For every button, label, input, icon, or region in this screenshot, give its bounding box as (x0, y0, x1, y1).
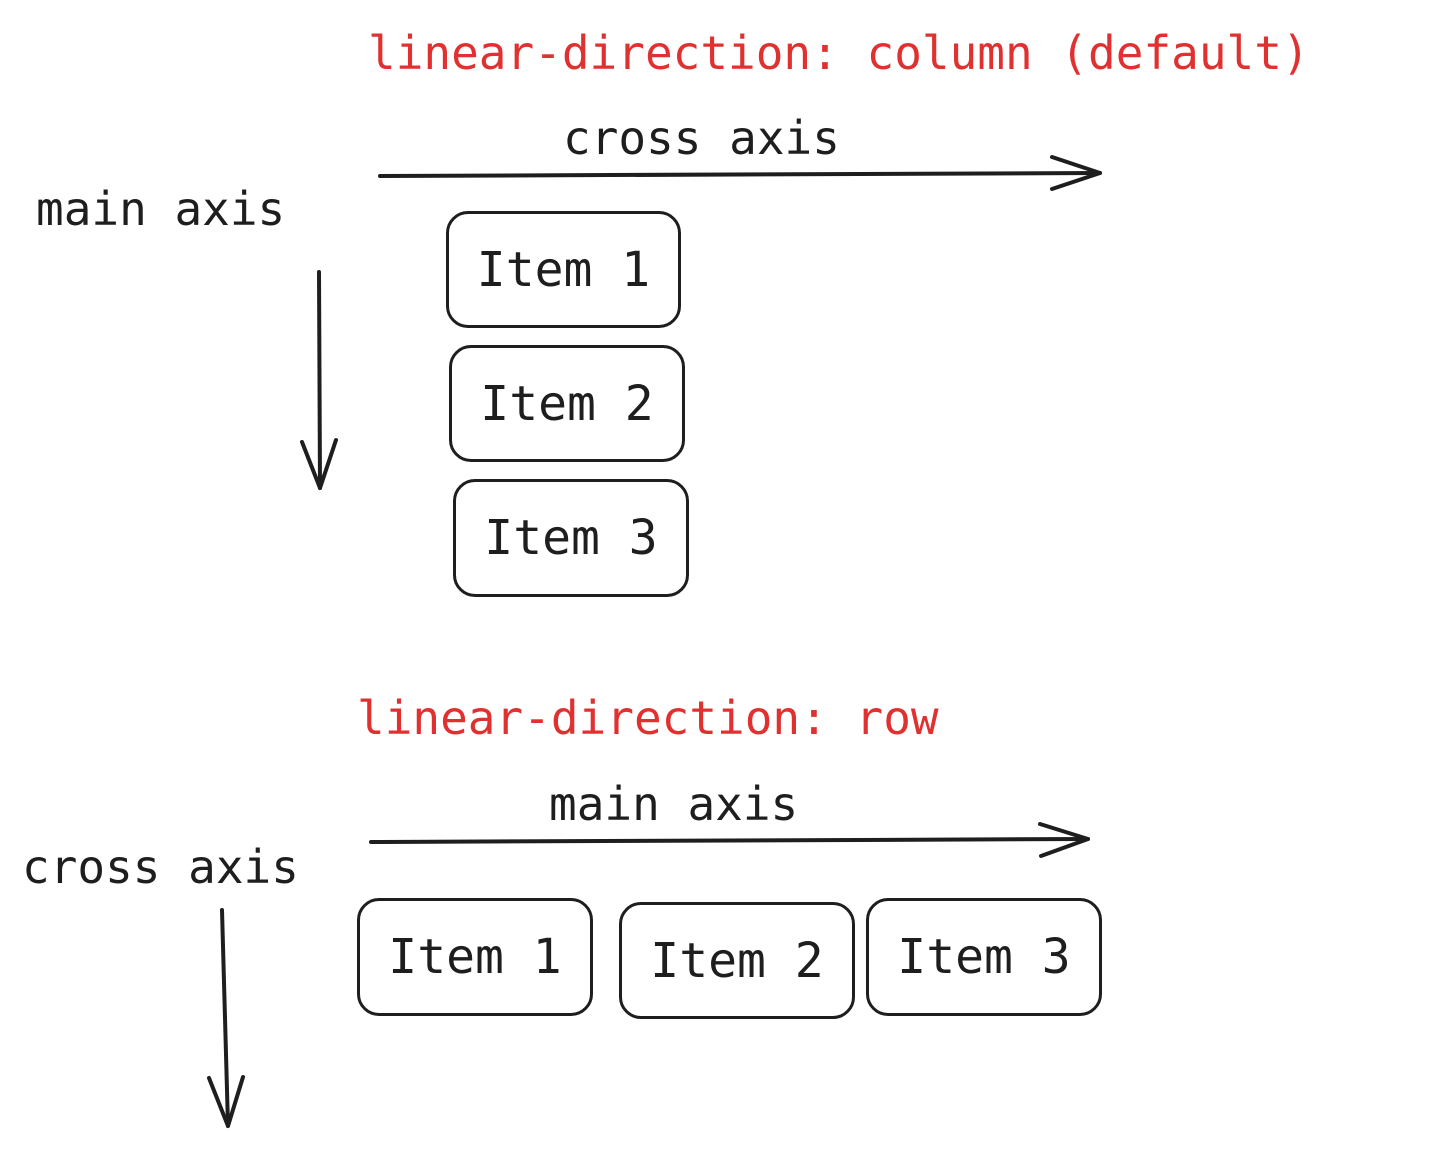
row-item-1: Item 1 (357, 898, 593, 1016)
row-item-3-label: Item 3 (897, 929, 1071, 985)
column-cross-axis-arrow (378, 155, 1102, 191)
row-cross-axis-arrow (207, 908, 245, 1128)
column-main-axis-arrow (300, 270, 338, 490)
row-item-3: Item 3 (866, 898, 1102, 1016)
row-item-1-label: Item 1 (388, 929, 562, 985)
row-cross-axis-label: cross axis (22, 840, 299, 894)
column-item-1-label: Item 1 (476, 241, 651, 298)
row-item-2-label: Item 2 (650, 932, 824, 989)
column-item-1: Item 1 (446, 211, 681, 328)
column-item-3-label: Item 3 (484, 510, 658, 566)
row-item-2: Item 2 (619, 902, 855, 1019)
column-item-2-label: Item 2 (480, 375, 654, 432)
column-item-3: Item 3 (453, 479, 689, 597)
column-item-2: Item 2 (449, 345, 685, 462)
column-section-title: linear-direction: column (default) (368, 26, 1310, 80)
row-section-title: linear-direction: row (357, 691, 939, 745)
row-main-axis-label: main axis (549, 777, 799, 831)
row-main-axis-arrow (369, 822, 1090, 858)
column-cross-axis-label: cross axis (563, 111, 840, 165)
column-main-axis-label: main axis (36, 182, 286, 236)
